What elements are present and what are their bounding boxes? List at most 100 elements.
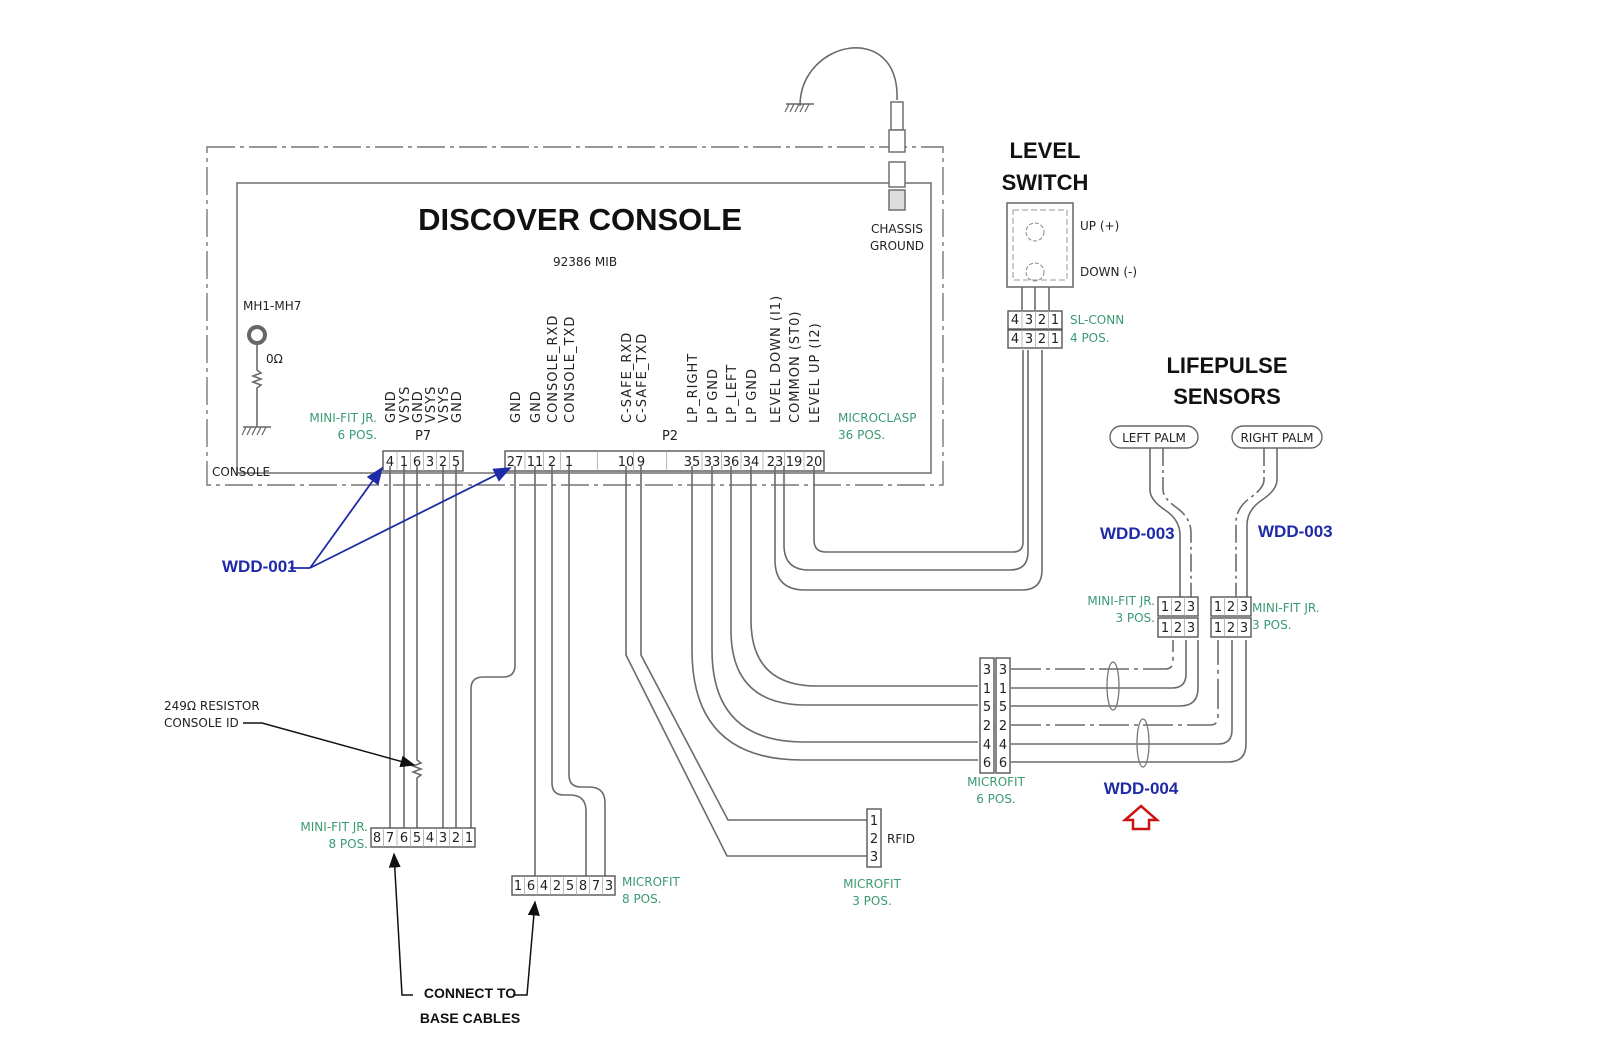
- mounting-hole-icon: [247, 325, 267, 345]
- up-arrow-icon: [1121, 804, 1161, 831]
- connector-housing: [1157, 617, 1199, 638]
- pin-number: 4: [983, 738, 991, 753]
- pin-number: 35: [684, 455, 701, 470]
- signal-label: LEVEL UP (I2): [808, 322, 823, 423]
- p2-type-label: MICROCLASP: [838, 411, 916, 425]
- mounting-hole-ground: MH1-MH7 0Ω: [241, 299, 301, 436]
- pin-number: 1: [870, 814, 878, 829]
- up-button-icon: [1025, 222, 1045, 242]
- lifepulse-title-2: SENSORS: [1173, 384, 1281, 409]
- signal-label: GND: [384, 390, 399, 423]
- cable-bundle-icon: [1106, 661, 1120, 711]
- rfid-positions: 3 POS.: [852, 894, 892, 908]
- lifepulse-title-1: LIFEPULSE: [1166, 353, 1287, 378]
- pin-number: 1: [1051, 313, 1059, 328]
- pin-number: 23: [767, 455, 784, 470]
- chassis-ground: CHASSIS GROUND: [784, 47, 924, 253]
- pin-number: 2: [548, 455, 556, 470]
- p7-type-label: MINI-FIT JR.: [309, 411, 377, 425]
- microfit8-positions: 8 POS.: [622, 892, 662, 906]
- pin-number: 6: [400, 831, 408, 846]
- signal-label: VSYS: [424, 386, 439, 423]
- csafe-wires: [625, 466, 867, 857]
- right-palm-label: RIGHT PALM: [1240, 431, 1313, 445]
- pin-number: 20: [806, 455, 823, 470]
- mounting-hole-resistance: 0Ω: [266, 352, 283, 366]
- minifit8-type: MINI-FIT JR.: [300, 820, 368, 834]
- console-outer-frame: [206, 146, 944, 486]
- base-cables-pointer: [388, 852, 540, 996]
- pin-number: 1: [1161, 621, 1169, 636]
- pin-number: 1: [999, 682, 1007, 697]
- left-cable-label: WDD-003: [1100, 524, 1175, 543]
- signal-label: C-SAFE_RXD: [620, 332, 635, 423]
- pin-number: 10: [618, 455, 635, 470]
- pin-number: 4: [426, 831, 434, 846]
- pin-number: 2: [999, 719, 1007, 734]
- ground-icon: [241, 426, 271, 436]
- pin-number: 2: [983, 719, 991, 734]
- pin-number: 3: [1025, 332, 1033, 347]
- pin-number: 2: [1038, 313, 1046, 328]
- pin-number: 1: [565, 455, 573, 470]
- wdd-001-pointers: [290, 466, 512, 569]
- left-palm-label: LEFT PALM: [1122, 431, 1186, 445]
- console-title: DISCOVER CONSOLE: [418, 202, 742, 237]
- pin-number: 34: [743, 455, 760, 470]
- connector-housing: [1210, 617, 1252, 638]
- wdd-001-label: WDD-001: [222, 557, 297, 576]
- level-up-label: UP (+): [1080, 219, 1119, 233]
- right-connector-type: MINI-FIT JR.: [1252, 601, 1320, 615]
- pin-number: 8: [373, 831, 381, 846]
- microfit6-positions: 6 POS.: [976, 792, 1016, 806]
- connector-housing: [995, 657, 1011, 774]
- signal-label: LEVEL DOWN (I1): [769, 295, 784, 423]
- pin-number: 2: [1174, 600, 1182, 615]
- pin-number: 1: [1214, 600, 1222, 615]
- rfid-label: RFID: [887, 832, 915, 846]
- pin-number: 4: [999, 738, 1007, 753]
- pin-number: 5: [566, 879, 574, 894]
- level-switch-wires: [774, 350, 1043, 591]
- pin-number: 9: [637, 455, 645, 470]
- pin-number: 3: [605, 879, 613, 894]
- down-button-icon: [1025, 262, 1045, 282]
- signal-label: VSYS: [437, 386, 452, 423]
- minifit8-positions: 8 POS.: [328, 837, 368, 851]
- pin-number: 2: [1227, 621, 1235, 636]
- pin-number: 4: [1011, 313, 1019, 328]
- console-outer-label: CONSOLE: [212, 465, 270, 479]
- pin-number: 1: [1214, 621, 1222, 636]
- level-switch-title-2: SWITCH: [1002, 170, 1089, 195]
- wdd-004-wires: [1011, 640, 1247, 768]
- resistor-icon: [250, 343, 264, 427]
- mounting-hole-label: MH1-MH7: [243, 299, 301, 313]
- signal-label: COMMON (ST0): [788, 311, 803, 423]
- signal-label: CONSOLE_TXD: [563, 316, 578, 423]
- level-switch-title-1: LEVEL: [1010, 138, 1081, 163]
- right-cable-label: WDD-003: [1258, 522, 1333, 541]
- p2-name: P2: [662, 429, 678, 444]
- pin-number: 5: [999, 700, 1007, 715]
- pin-number: 3: [426, 455, 434, 470]
- sl-conn-positions: 4 POS.: [1070, 331, 1110, 345]
- pin-number: 33: [704, 455, 721, 470]
- pin-number: 1: [400, 455, 408, 470]
- pin-number: 3: [1240, 621, 1248, 636]
- connector-housing: [979, 657, 995, 774]
- pin-number: 3: [1025, 313, 1033, 328]
- signal-label: GND: [509, 390, 524, 423]
- p2-console-wires: [534, 466, 606, 886]
- console-part-number: 92386 MIB: [553, 255, 617, 269]
- lifepulse-sensors: LIFEPULSE SENSORS LEFT PALM RIGHT PALM W…: [1087, 353, 1333, 638]
- resistor-note-line-2: CONSOLE ID: [164, 716, 239, 730]
- pin-number: 5: [452, 455, 460, 470]
- pin-number: 1: [1161, 600, 1169, 615]
